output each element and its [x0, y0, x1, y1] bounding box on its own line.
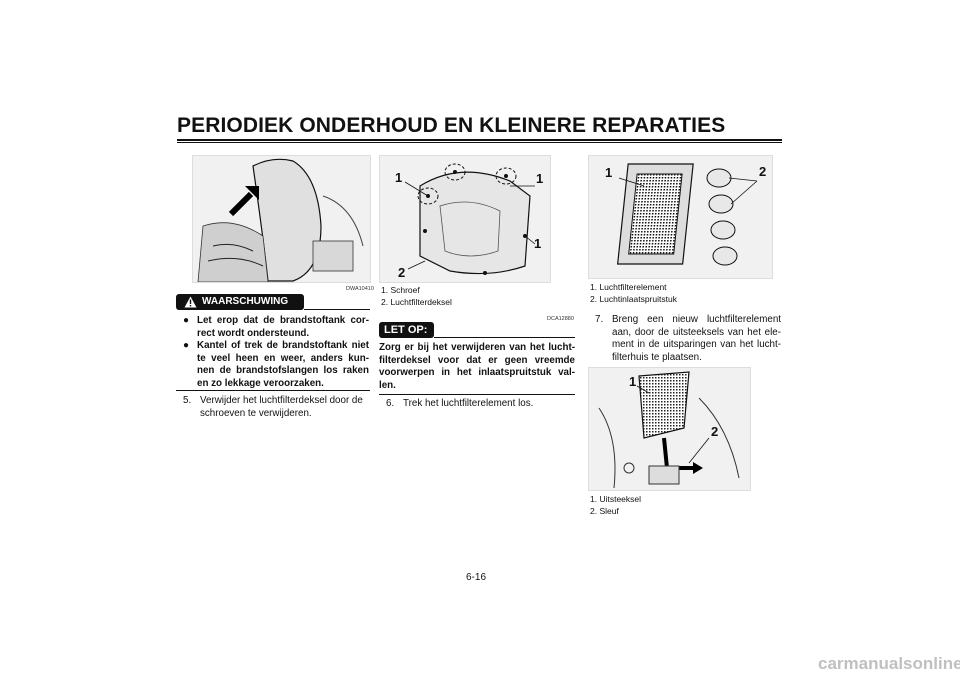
figure-filter-cover: 1 1 1 2 [379, 155, 551, 283]
filter-cover-illustration [380, 156, 550, 282]
step-text: Breng een nieuw luchtfilterelement aan, … [612, 314, 781, 363]
callout-2: 2 [759, 164, 767, 179]
callout-1: 1 [395, 170, 403, 185]
figure-filter-element: 1 2 [588, 155, 773, 279]
caution-end-rule [379, 394, 575, 395]
callout-1: 1 [536, 171, 544, 186]
figure-fuel-tank [192, 155, 371, 283]
caption-item: 1. Schroef [381, 285, 420, 295]
caution-code: DCA12880 [547, 316, 574, 322]
warning-item: ●Let erop dat de brandstoftank cor-rect … [183, 315, 369, 339]
callout-1: 1 [605, 165, 613, 180]
figure-caption: 1. Uitsteeksel 2. Sleuf [590, 493, 641, 517]
caption-item: 2. Luchtinlaatspruitstuk [590, 294, 677, 304]
step-7: 7. Breng een nieuw luchtfilterelement aa… [595, 314, 781, 364]
step-text: Trek het luchtfilterelement los. [403, 398, 534, 409]
caption-item: 2. Sleuf [590, 506, 619, 516]
warning-list: ●Let erop dat de brandstoftank cor-rect … [181, 315, 369, 391]
step-number: 6. [386, 398, 395, 409]
step-number: 5. [183, 395, 192, 406]
warning-rule [304, 309, 370, 310]
caption-item: 1. Luchtfilterelement [590, 282, 667, 292]
caution-label: LET OP: [384, 324, 428, 336]
caution-badge: LET OP: [379, 322, 434, 338]
warning-item: ●Kantel of trek de brandstoftank niet te… [183, 340, 369, 389]
page-number: 6-16 [466, 572, 487, 583]
page-title: PERIODIEK ONDERHOUD EN KLEINERE REPARATI… [177, 114, 726, 137]
step-6: 6. Trek het luchtfilterelement los. [386, 398, 576, 411]
figure-tab-slot: 1 2 [588, 367, 751, 491]
callout-1: 1 [629, 374, 637, 389]
caution-text: Zorg er bij het verwijderen van het luch… [379, 342, 575, 391]
callout-2: 2 [398, 265, 406, 280]
callout-1: 1 [534, 236, 542, 251]
footer-watermark[interactable]: carmanualsonline.info [818, 654, 960, 673]
title-rule [177, 139, 782, 141]
callout-2: 2 [711, 424, 719, 439]
warning-label: WAARSCHUWING [202, 296, 289, 307]
warning-badge: WAARSCHUWING [176, 294, 304, 310]
step-5: 5. Verwijder het luchtfilterdeksel door … [183, 395, 370, 420]
warning-item-text: Let erop dat de brandstoftank cor-rect w… [197, 315, 369, 339]
warning-code: DWA10410 [346, 286, 374, 292]
warning-triangle-icon [184, 296, 197, 311]
figure-caption: 1. Luchtfilterelement 2. Luchtinlaatspru… [590, 281, 677, 305]
caution-rule [434, 337, 575, 338]
caption-item: 1. Uitsteeksel [590, 494, 642, 504]
filter-element-illustration [589, 156, 772, 278]
figure-caption: 1. Schroef 2. Luchtfilterdeksel [381, 284, 452, 308]
tab-slot-illustration [589, 368, 750, 490]
warning-end-rule [176, 390, 370, 391]
step-text: Verwijder het luchtfilterdeksel door de … [200, 395, 363, 419]
warning-item-text: Kantel of trek de brandstoftank niet te … [197, 340, 369, 389]
fuel-tank-illustration [193, 156, 370, 283]
step-number: 7. [595, 314, 604, 325]
caption-item: 2. Luchtfilterdeksel [381, 297, 452, 307]
title-rule-thin [177, 142, 782, 143]
